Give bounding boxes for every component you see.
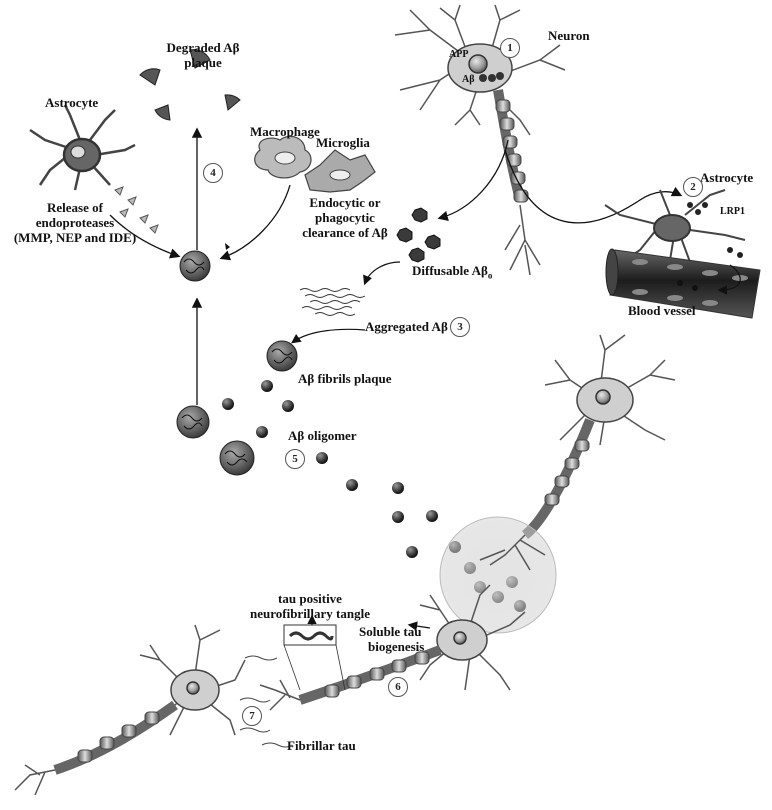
clearance-line1: Endocytic or: [309, 195, 381, 210]
label-aggregated: Aggregated Aβ: [365, 319, 448, 334]
tangle-inset: [283, 624, 346, 691]
synapse-halo: [439, 516, 557, 634]
soluble-tau-line1: Soluble tau: [359, 624, 422, 639]
label-blood-vessel: Blood vessel: [628, 303, 696, 318]
degraded-plaque-fragments: [139, 49, 241, 121]
step-4-badge: 4: [203, 163, 223, 183]
axon-terminal: [479, 534, 546, 571]
arrow-vessel-clearance: [717, 264, 741, 295]
label-macrophage: Macrophage: [250, 124, 320, 139]
step-7-badge: 7: [242, 706, 262, 726]
degraded-plaque-line1: Degraded Aβ: [166, 40, 240, 55]
tangle-line1: tau positive: [278, 591, 342, 606]
label-microglia: Microglia: [316, 135, 370, 150]
release-line3: (MMP, NEP and IDE): [13, 230, 137, 245]
arrow-microglia-to-central: [219, 184, 291, 261]
neuron-top-abeta: [479, 72, 504, 82]
label-lrp1: LRP1: [720, 206, 745, 217]
release-line1: Release of: [47, 200, 103, 215]
diffusable-abeta-particles: [396, 207, 441, 263]
clearance-line2: phagocytic: [315, 210, 375, 225]
blood-vessel: [605, 248, 761, 319]
central-plaque: [179, 250, 211, 282]
label-oligomer: Aβ oligomer: [288, 428, 357, 443]
axon-lower-myelin: [324, 651, 430, 698]
abeta-plaque-top: [266, 340, 298, 372]
arrow-neuron-to-astrocyte: [504, 149, 683, 224]
label-soluble-tau: Soluble tau biogenesis: [359, 624, 424, 654]
release-line2: endoproteases: [35, 215, 115, 230]
label-abeta-neuron: Aβ: [462, 74, 475, 85]
astrocyte-left: [29, 104, 136, 191]
soluble-tau-line2: biogenesis: [368, 639, 425, 654]
microglia: [304, 149, 376, 193]
abeta-plaque-bottom: [219, 440, 255, 476]
label-release-endoproteases: Release of endoproteases (MMP, NEP and I…: [5, 200, 145, 245]
arrowhead-small: [225, 243, 230, 250]
step-6-badge: 6: [388, 677, 408, 697]
arrow-soluble-tau: [407, 621, 431, 631]
endoprotease-fragments: [114, 186, 159, 234]
aggregated-abeta: [299, 288, 366, 316]
clearance-line3: clearance of Aβ: [302, 225, 388, 240]
macrophage: [254, 135, 312, 179]
degraded-plaque-line2: plaque: [184, 55, 222, 70]
fibrillar-tau-strands: [239, 655, 293, 748]
arrow-diffusable-to-aggregated: [363, 261, 401, 286]
label-app: APP: [449, 49, 469, 60]
axon-bottom-left-myelin: [77, 711, 160, 763]
label-degraded-plaque: Degraded Aβ plaque: [158, 40, 248, 70]
step-2-badge: 2: [683, 177, 703, 197]
step-3-badge: 3: [450, 317, 470, 337]
label-tangle: tau positive neurofibrillary tangle: [245, 591, 375, 621]
step-5-badge: 5: [285, 449, 305, 469]
label-astrocyte-left: Astrocyte: [45, 95, 99, 110]
axon-terminal-bottom-left: [14, 764, 56, 796]
astrocyte-right: [604, 189, 746, 263]
label-fibrils-plaque: Aβ fibrils plaque: [298, 371, 392, 386]
diffusable-subscript: o: [487, 270, 493, 281]
arrow-neuron-to-diffusable: [437, 139, 509, 222]
axon-middle-right-myelin: [544, 439, 590, 506]
arrow-astrocyte-to-central: [109, 214, 181, 259]
label-neuron: Neuron: [548, 28, 590, 43]
astrocyte-right-particles: [687, 202, 743, 258]
abeta-plaque-left: [176, 405, 210, 439]
diffusable-text: Diffusable Aβ: [412, 263, 488, 278]
label-diffusable: Diffusable Aβo: [412, 263, 492, 284]
step-1-badge: 1: [500, 38, 520, 58]
axon-top: [493, 89, 541, 276]
label-astrocyte-right: Astrocyte: [700, 170, 754, 185]
label-fibrillar-tau: Fibrillar tau: [287, 738, 356, 753]
neuron-top: [394, 4, 566, 136]
arrow-aggregated-to-plaque: [291, 328, 366, 344]
label-clearance: Endocytic or phagocytic clearance of Aβ: [290, 195, 400, 240]
axon-terminal-lower: [259, 679, 301, 711]
tangle-line2: neurofibrillary tangle: [249, 606, 370, 621]
neuron-bottom-left: [53, 624, 246, 775]
